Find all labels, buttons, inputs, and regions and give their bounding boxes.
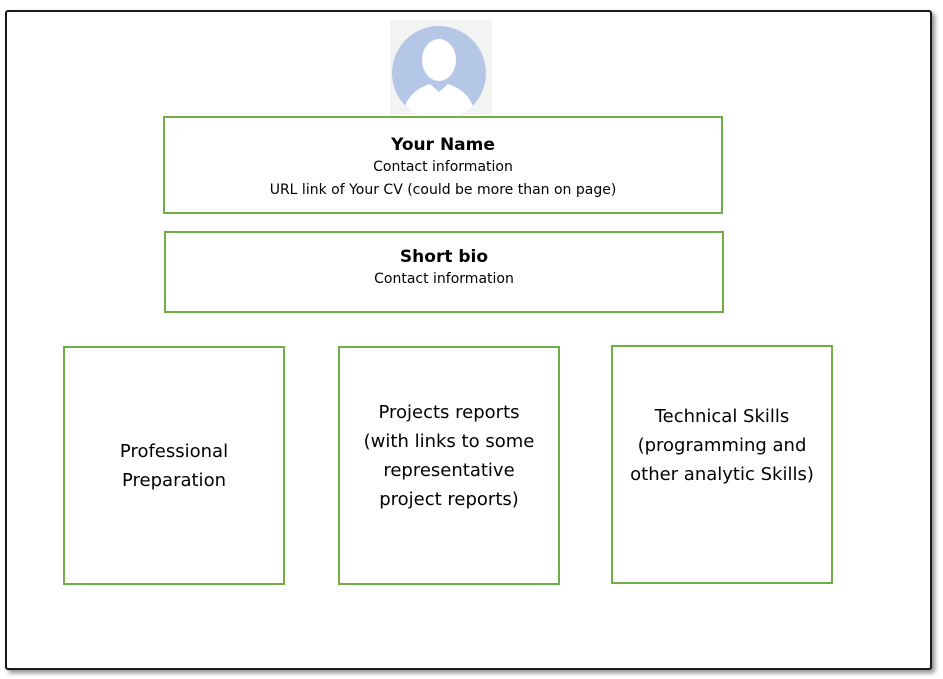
name-box: Your Name Contact information URL link o… (163, 116, 723, 214)
short-bio-heading: Short bio (399, 247, 489, 267)
card-line: project reports) (379, 488, 519, 510)
card-line: (programming and (637, 435, 807, 456)
cv-link-text: URL link of Your CV (could be more than … (269, 182, 617, 198)
short-bio-box: Short bio Contact information (164, 231, 724, 313)
your-name-heading: Your Name (391, 135, 495, 155)
projects-reports-card: Projects reports (with links to some rep… (338, 346, 560, 585)
contact-information-text: Contact information (373, 159, 513, 175)
user-silhouette-icon (392, 26, 486, 115)
professional-preparation-card: Professional Preparation (63, 346, 285, 585)
technical-skills-card: Technical Skills (programming and other … (611, 345, 833, 584)
card-line: representative (383, 459, 515, 481)
card-line: (with links to some (363, 430, 535, 452)
card-line: other analytic Skills) (630, 464, 814, 485)
card-line: Professional (119, 440, 229, 462)
card-line: Projects reports (378, 401, 520, 423)
card-line: Preparation (122, 469, 226, 491)
bio-contact-text: Contact information (374, 271, 514, 287)
avatar (390, 20, 492, 115)
card-line: Technical Skills (654, 406, 790, 427)
